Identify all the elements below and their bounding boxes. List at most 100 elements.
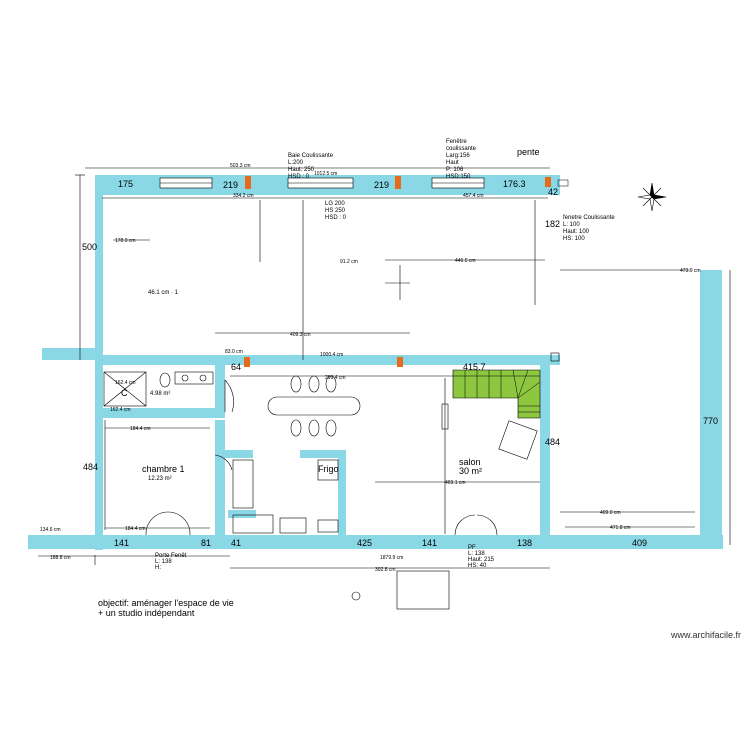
svg-text:184.4 cm: 184.4 cm bbox=[130, 426, 151, 432]
lg-hs: HS 250 bbox=[325, 208, 346, 214]
furniture bbox=[103, 371, 538, 610]
fenetre-r-hs: HS: 100 bbox=[563, 236, 585, 242]
svg-text:1000.4 cm: 1000.4 cm bbox=[320, 352, 343, 358]
wall-right-living bbox=[540, 360, 550, 540]
dim-409: 409 bbox=[632, 538, 647, 548]
minor-dimensions: 503.3 cm 1012.5 cm 457.4 cm 334.2 cm 178… bbox=[40, 163, 701, 573]
objective-line-2: + un studio indépendant bbox=[98, 608, 195, 618]
pf-b-l: L: 138 bbox=[468, 551, 485, 557]
dim-141a: 141 bbox=[114, 538, 129, 548]
fenetre-r-l: L: 100 bbox=[563, 222, 580, 228]
fenetre-h: Haut bbox=[446, 160, 459, 166]
svg-text:446.5 cm: 446.5 cm bbox=[455, 258, 476, 264]
wall-middle bbox=[95, 355, 560, 365]
objective-note: objectif: aménager l'espace de vie + un … bbox=[98, 598, 234, 618]
dim-484-right: 484 bbox=[545, 437, 560, 447]
wall-frigo-right bbox=[338, 450, 346, 540]
armchair bbox=[498, 420, 538, 460]
bath-door bbox=[224, 379, 234, 413]
chimney bbox=[557, 179, 569, 187]
fenetre-2: coulissante bbox=[446, 146, 477, 152]
bath-area: 4.98 m² bbox=[150, 391, 170, 397]
wall-kitchen-bottom bbox=[228, 510, 256, 518]
fenetre-r-h: Haut: 100 bbox=[563, 229, 590, 235]
wall-frigo-top bbox=[300, 450, 345, 458]
svg-text:302.8 cm: 302.8 cm bbox=[375, 567, 396, 573]
svg-text:1012.5 cm: 1012.5 cm bbox=[314, 171, 337, 177]
marker-2 bbox=[395, 176, 401, 189]
marker-1 bbox=[245, 176, 251, 189]
baie-l: L:200 bbox=[288, 160, 304, 166]
pf-b: PF bbox=[468, 545, 476, 551]
vanity bbox=[174, 371, 214, 385]
wall-chambre-right bbox=[215, 420, 225, 540]
pf-l: L: 138 bbox=[155, 559, 172, 565]
dim-42: 42 bbox=[548, 187, 558, 197]
marker-corner bbox=[550, 352, 560, 362]
pf-b-hs: HS: 40 bbox=[468, 563, 487, 569]
pf-h: H: bbox=[155, 565, 161, 571]
upper-area: 46.1 cm · 1 bbox=[148, 290, 179, 296]
walls bbox=[28, 175, 723, 550]
toilet bbox=[159, 372, 171, 388]
frigo-label: Frigo bbox=[318, 464, 339, 474]
dim-81: 81 bbox=[201, 538, 211, 548]
svg-text:299.4 cm: 299.4 cm bbox=[325, 375, 346, 381]
dim-425: 425 bbox=[357, 538, 372, 548]
salon-area: 30 m² bbox=[459, 466, 482, 476]
svg-text:91.2 cm: 91.2 cm bbox=[340, 259, 358, 265]
chambre-area: 12.23 m² bbox=[148, 476, 172, 482]
wall-kitchen-top bbox=[225, 450, 253, 458]
baie-hsd: HSD : 0 bbox=[288, 174, 310, 180]
objective-line-1: objectif: aménager l'espace de vie bbox=[98, 598, 234, 608]
dim-219b: 219 bbox=[374, 180, 389, 190]
wall-left-upper bbox=[95, 175, 103, 360]
svg-text:503.3 cm: 503.3 cm bbox=[230, 163, 251, 169]
dim-64: 64 bbox=[231, 362, 241, 372]
stove bbox=[279, 517, 307, 534]
terrace-box bbox=[396, 570, 450, 610]
dim-415-7: 415.7 bbox=[463, 362, 486, 372]
marker-3 bbox=[545, 177, 551, 187]
windows bbox=[159, 176, 569, 367]
fenetre-p: P: 106 bbox=[446, 167, 464, 173]
baie-h: Haut: 250 bbox=[288, 167, 315, 173]
room-c: C bbox=[121, 388, 128, 398]
salon-name: salon bbox=[459, 457, 481, 467]
dim-41: 41 bbox=[231, 538, 241, 548]
svg-text:409.0 cm: 409.0 cm bbox=[600, 510, 621, 516]
chambre-name: chambre 1 bbox=[142, 464, 185, 474]
dim-175: 175 bbox=[118, 179, 133, 189]
frigo-box bbox=[317, 459, 339, 481]
marker-4 bbox=[244, 357, 250, 367]
door-labels: Porte Fenêt L: 138 H: PF L: 138 Haut: 21… bbox=[155, 545, 495, 571]
svg-text:184.4 cm: 184.4 cm bbox=[125, 526, 146, 532]
svg-text:409.3 cm: 409.3 cm bbox=[290, 332, 311, 338]
dim-500: 500 bbox=[82, 242, 97, 252]
svg-text:162.4 cm: 162.4 cm bbox=[115, 380, 136, 386]
meter-symbol bbox=[351, 591, 361, 601]
svg-text:83.0 cm: 83.0 cm bbox=[225, 349, 243, 355]
dim-219a: 219 bbox=[223, 180, 238, 190]
wall-left-stub bbox=[42, 348, 95, 360]
dim-138: 138 bbox=[517, 538, 532, 548]
compass-rose bbox=[637, 182, 667, 212]
dim-770: 770 bbox=[703, 416, 718, 426]
wall-far-right bbox=[700, 270, 722, 545]
svg-text:473.9 cm: 473.9 cm bbox=[680, 268, 701, 274]
room-labels: 46.1 cm · 1 C 4.98 m² chambre 1 12.23 m²… bbox=[121, 290, 482, 482]
dim-182: 182 bbox=[545, 219, 560, 229]
window-labels: Baie Coulissante L:200 Haut: 250 HSD : 0… bbox=[288, 139, 615, 242]
svg-text:162.4 cm: 162.4 cm bbox=[110, 407, 131, 413]
dim-176-3: 176.3 bbox=[503, 179, 526, 189]
pf-b-h: Haut: 215 bbox=[468, 557, 495, 563]
fenetre-hsd: HSD:150 bbox=[446, 174, 471, 180]
dimension-lines bbox=[38, 167, 731, 569]
shower bbox=[103, 371, 147, 407]
staircase bbox=[452, 369, 541, 419]
side-chair bbox=[441, 403, 449, 430]
svg-text:471.8 cm: 471.8 cm bbox=[610, 525, 631, 531]
fenetre-r-title: fenetre Coulissante bbox=[563, 215, 615, 221]
wall-bath-right bbox=[215, 360, 225, 415]
dining-table bbox=[267, 396, 361, 416]
